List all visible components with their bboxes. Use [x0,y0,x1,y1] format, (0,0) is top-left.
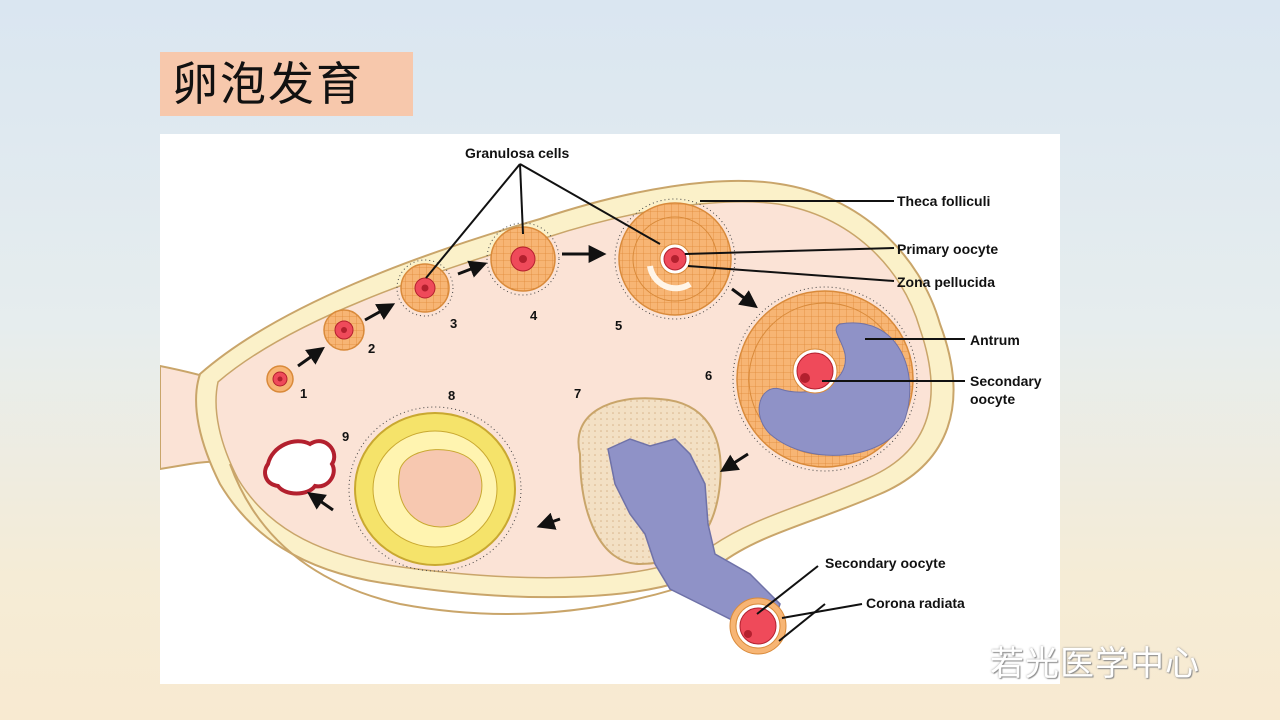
stage-number-6: 6 [705,368,712,383]
theca-folliculi-label: Theca folliculi [897,193,990,209]
slide-title: 卵泡发育 [160,52,413,116]
stage-number-5: 5 [615,318,622,333]
primary-oocyte-label: Primary oocyte [897,241,998,257]
follicle-stage-7 [577,397,781,635]
stage-number-1: 1 [300,386,307,401]
stage-number-4: 4 [530,308,538,323]
secondary-oocyte-label-line1: Secondary [970,373,1042,389]
zona-pellucida-label: Zona pellucida [897,274,995,290]
stage-number-7: 7 [574,386,581,401]
follicle-stage-5 [614,198,736,320]
secondary-oocyte-label-line2: oocyte [970,391,1015,407]
follicle-stage-6 [732,286,918,472]
follicle-stage-2 [323,309,365,351]
wechat-icon [916,636,978,679]
stage-number-8: 8 [448,388,455,403]
corpus-albicans-stage-9 [263,439,337,496]
watermark-text: 若光医学中心 [990,644,1200,684]
granulosa-cells-label: Granulosa cells [465,145,569,161]
follicle-stage-3 [396,259,454,317]
follicle-development-diagram: Granulosa cells Theca folliculi Primary … [160,134,1060,684]
released-antrum-fluid [607,438,781,635]
antrum-label: Antrum [970,332,1020,348]
ovulated-oocyte [729,597,787,655]
corpus-luteum-stage-8 [348,406,522,572]
stage-number-2: 2 [368,341,375,356]
stage-number-3: 3 [450,316,457,331]
ovulated-secondary-oocyte-label: Secondary oocyte [825,555,946,571]
follicle-stage-1 [266,365,294,393]
leader-lines [425,163,965,642]
stage-number-9: 9 [342,429,349,444]
watermark: 若光医学中心 [912,632,1252,684]
corona-radiata-label: Corona radiata [866,595,965,611]
progression-arrows [297,245,758,530]
ligament-band [229,463,721,615]
antrum-cavity [758,322,911,456]
